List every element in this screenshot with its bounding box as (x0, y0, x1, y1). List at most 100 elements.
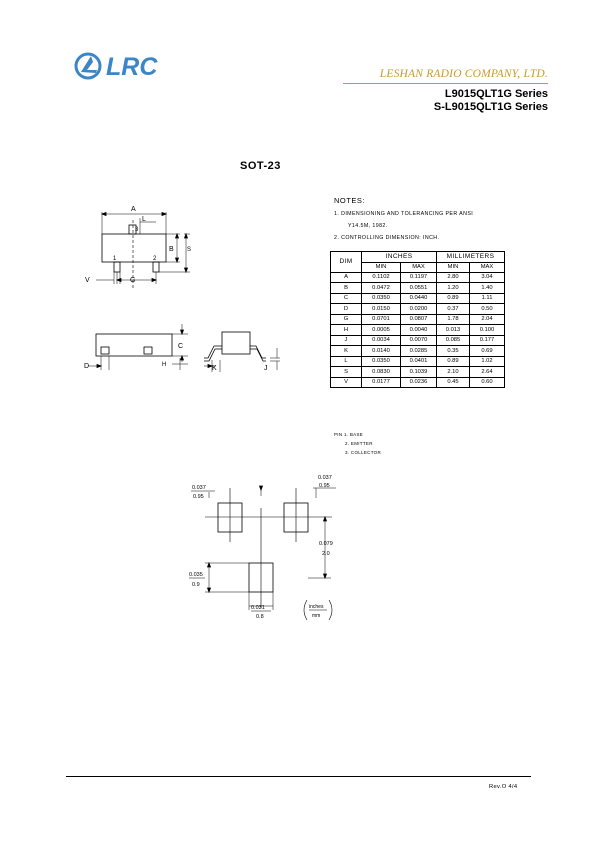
subheader-in-max: MAX (400, 261, 437, 273)
lrc-logo: LRC (74, 52, 158, 81)
cell-in-max: 0.1197 (400, 271, 437, 283)
cell-in-min: 0.0350 (361, 292, 401, 304)
cell-mm-max: 1.02 (469, 355, 505, 367)
cell-in-min: 0.0350 (361, 355, 401, 367)
fp-left-inches: 0.035 (189, 572, 203, 578)
subheader-in-min: MIN (361, 261, 401, 273)
fp-unit-inches: inches (309, 604, 324, 610)
label-G: G (130, 277, 135, 284)
cell-mm-min: 2.10 (436, 366, 470, 378)
cell-in-max: 0.0040 (400, 324, 437, 336)
cell-dim: K (330, 345, 362, 357)
header-inches: INCHES (361, 251, 437, 263)
cell-mm-min: 0.37 (436, 303, 470, 315)
cell-mm-max: 0.50 (469, 303, 505, 315)
cell-dim: D (330, 303, 362, 315)
subheader-mm-min: MIN (436, 261, 470, 273)
company-name: LESHAN RADIO COMPANY, LTD. (379, 68, 548, 80)
cell-dim: C (330, 292, 362, 304)
cell-mm-max: 0.100 (469, 324, 505, 336)
fp-tl-inches: 0.037 (192, 485, 206, 491)
cell-in-max: 0.0551 (400, 282, 437, 294)
cell-dim: J (330, 334, 362, 346)
cell-dim: V (330, 376, 362, 388)
label-A: A (131, 206, 136, 213)
cell-mm-min: 0.89 (436, 292, 470, 304)
cell-mm-min: 0.89 (436, 355, 470, 367)
cell-mm-min: 1.78 (436, 313, 470, 325)
cell-mm-max: 0.60 (469, 376, 505, 388)
label-D: D (84, 363, 89, 370)
cell-dim: A (330, 271, 362, 283)
note-2: 2. CONTROLLING DIMENSION: INCH. (334, 235, 440, 241)
pin-description-1: PIN 1. BASE (334, 432, 364, 437)
label-H: H (162, 362, 166, 368)
cell-in-min: 0.1102 (361, 271, 401, 283)
cell-in-max: 0.0236 (400, 376, 437, 388)
cell-in-min: 0.0830 (361, 366, 401, 378)
table-subheader-row: MIN MAX MIN MAX (331, 261, 505, 273)
label-B: B (169, 246, 174, 253)
fp-tr-inches: 0.037 (318, 475, 332, 481)
cell-mm-max: 1.40 (469, 282, 505, 294)
cell-in-max: 0.0401 (400, 355, 437, 367)
cell-in-min: 0.0005 (361, 324, 401, 336)
cell-mm-max: 2.64 (469, 366, 505, 378)
cell-in-max: 0.0200 (400, 303, 437, 315)
cell-mm-min: 0.013 (436, 324, 470, 336)
cell-in-max: 0.0070 (400, 334, 437, 346)
cell-mm-min: 2.80 (436, 271, 470, 283)
cell-mm-max: 3.04 (469, 271, 505, 283)
table-header-row: DIM INCHES MILLIMETERS (330, 251, 505, 273)
label-K: K (212, 365, 217, 372)
cell-mm-max: 2.04 (469, 313, 505, 325)
footer-rule (66, 776, 531, 777)
series-title-2: S-L9015QLT1G Series (433, 101, 548, 113)
header-millimeters: MILLIMETERS (436, 251, 505, 263)
cell-in-min: 0.0472 (361, 282, 401, 294)
cell-mm-max: 1.11 (469, 292, 505, 304)
series-title-1: L9015QLT1G Series (444, 88, 548, 100)
fp-tr-mm: 0.95 (319, 483, 330, 489)
fp-bottom-mm: 0.8 (256, 614, 264, 620)
cell-in-max: 0.1039 (400, 366, 437, 378)
cell-in-min: 0.0150 (361, 303, 401, 315)
cell-in-min: 0.0034 (361, 334, 401, 346)
cell-dim: G (330, 313, 362, 325)
header-rule (343, 83, 548, 84)
subheader-mm-max: MAX (469, 261, 505, 273)
note-1: 1. DIMENSIONING AND TOLERANCING PER ANSI (334, 211, 474, 217)
label-J: J (264, 365, 268, 372)
cell-in-max: 0.0285 (400, 345, 437, 357)
pin-1-label: 1 (113, 256, 117, 262)
dimension-table: DIM INCHES MILLIMETERS MIN MAX MIN MAX A… (330, 251, 505, 388)
side-view-drawing: C D H (84, 324, 188, 370)
cell-mm-min: 1.20 (436, 282, 470, 294)
cell-in-min: 0.0177 (361, 376, 401, 388)
pin-description-3: 3. COLLECTOR (345, 450, 382, 455)
cell-mm-max: 0.69 (469, 345, 505, 357)
label-L: L (142, 216, 146, 223)
cell-dim: H (330, 324, 362, 336)
revision-label: Rev.O 4/4 (489, 784, 518, 790)
cell-mm-min: 0.45 (436, 376, 470, 388)
fp-left-mm: 0.9 (192, 582, 200, 588)
cell-dim: L (330, 355, 362, 367)
fp-tl-mm: 0.95 (193, 494, 204, 500)
cell-dim: S (330, 366, 362, 378)
pin-3-label: 3 (135, 227, 139, 233)
header-dim: DIM (330, 251, 362, 273)
cell-dim: B (330, 282, 362, 294)
cell-mm-min: 0.085 (436, 334, 470, 346)
footprint-drawing: 0.037 0.95 0.037 0.95 0.079 2.0 0.035 0.… (189, 475, 336, 621)
pin-description-2: 2. EMITTER (345, 441, 373, 446)
